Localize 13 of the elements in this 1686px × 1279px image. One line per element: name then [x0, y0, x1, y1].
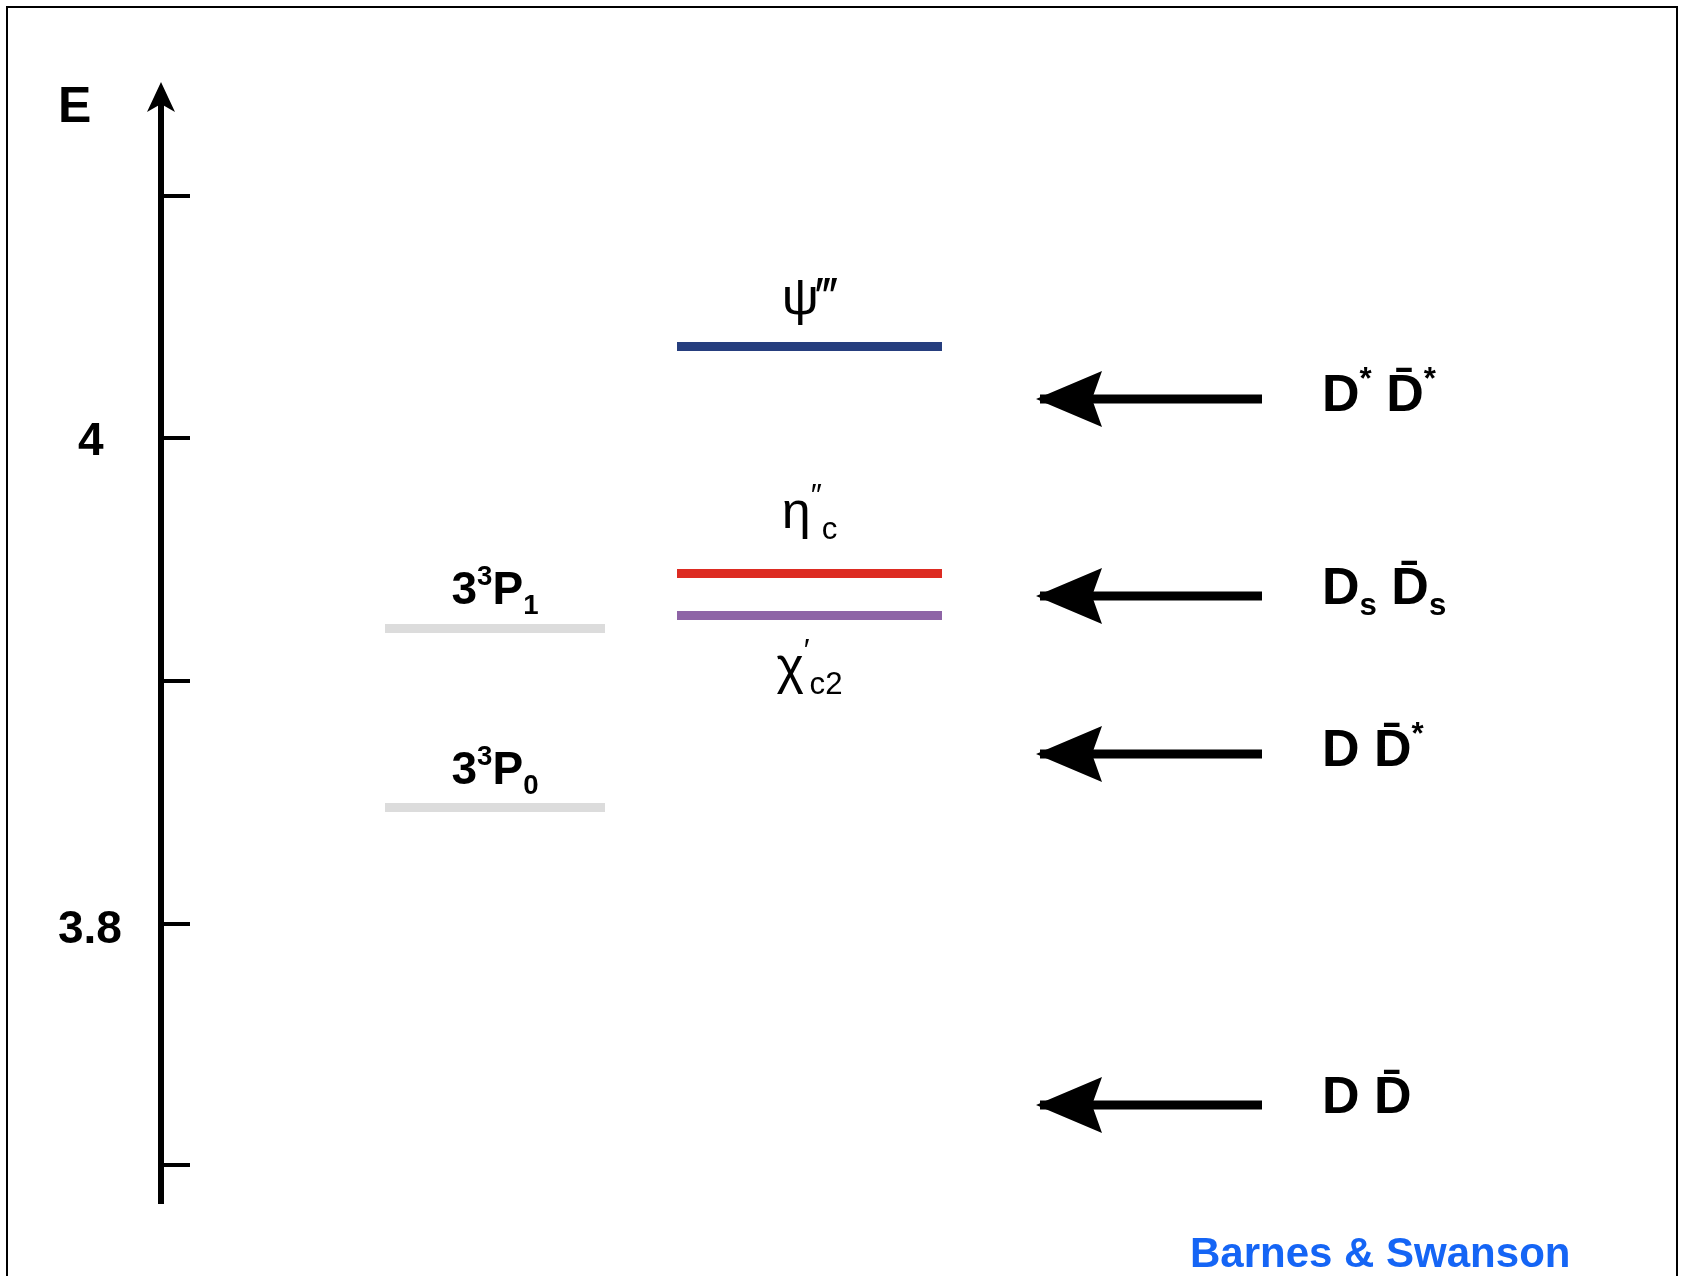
threshold-label: D D̄ [1322, 1069, 1412, 1121]
axis-label: E [58, 80, 92, 130]
threshold-label: D D̄$^{*}$ [1322, 718, 1424, 774]
threshold-arrow [1036, 1077, 1262, 1133]
threshold-arrow [1036, 726, 1262, 782]
level-label: 3$^{3}$P$_{0}$ [450, 742, 540, 799]
tick-label: 4 [78, 416, 104, 462]
threshold-arrow [1036, 568, 1262, 624]
threshold-arrow [1036, 371, 1262, 427]
level-label: 3$^{3}$P$_{1}$ [450, 562, 540, 619]
threshold-label: D$^{*}$ D̄$^{*}$ [1322, 363, 1436, 419]
tick-label: 3.8 [58, 904, 122, 950]
threshold-label: D$_{s}$ D̄$_{s}$ [1322, 560, 1447, 621]
